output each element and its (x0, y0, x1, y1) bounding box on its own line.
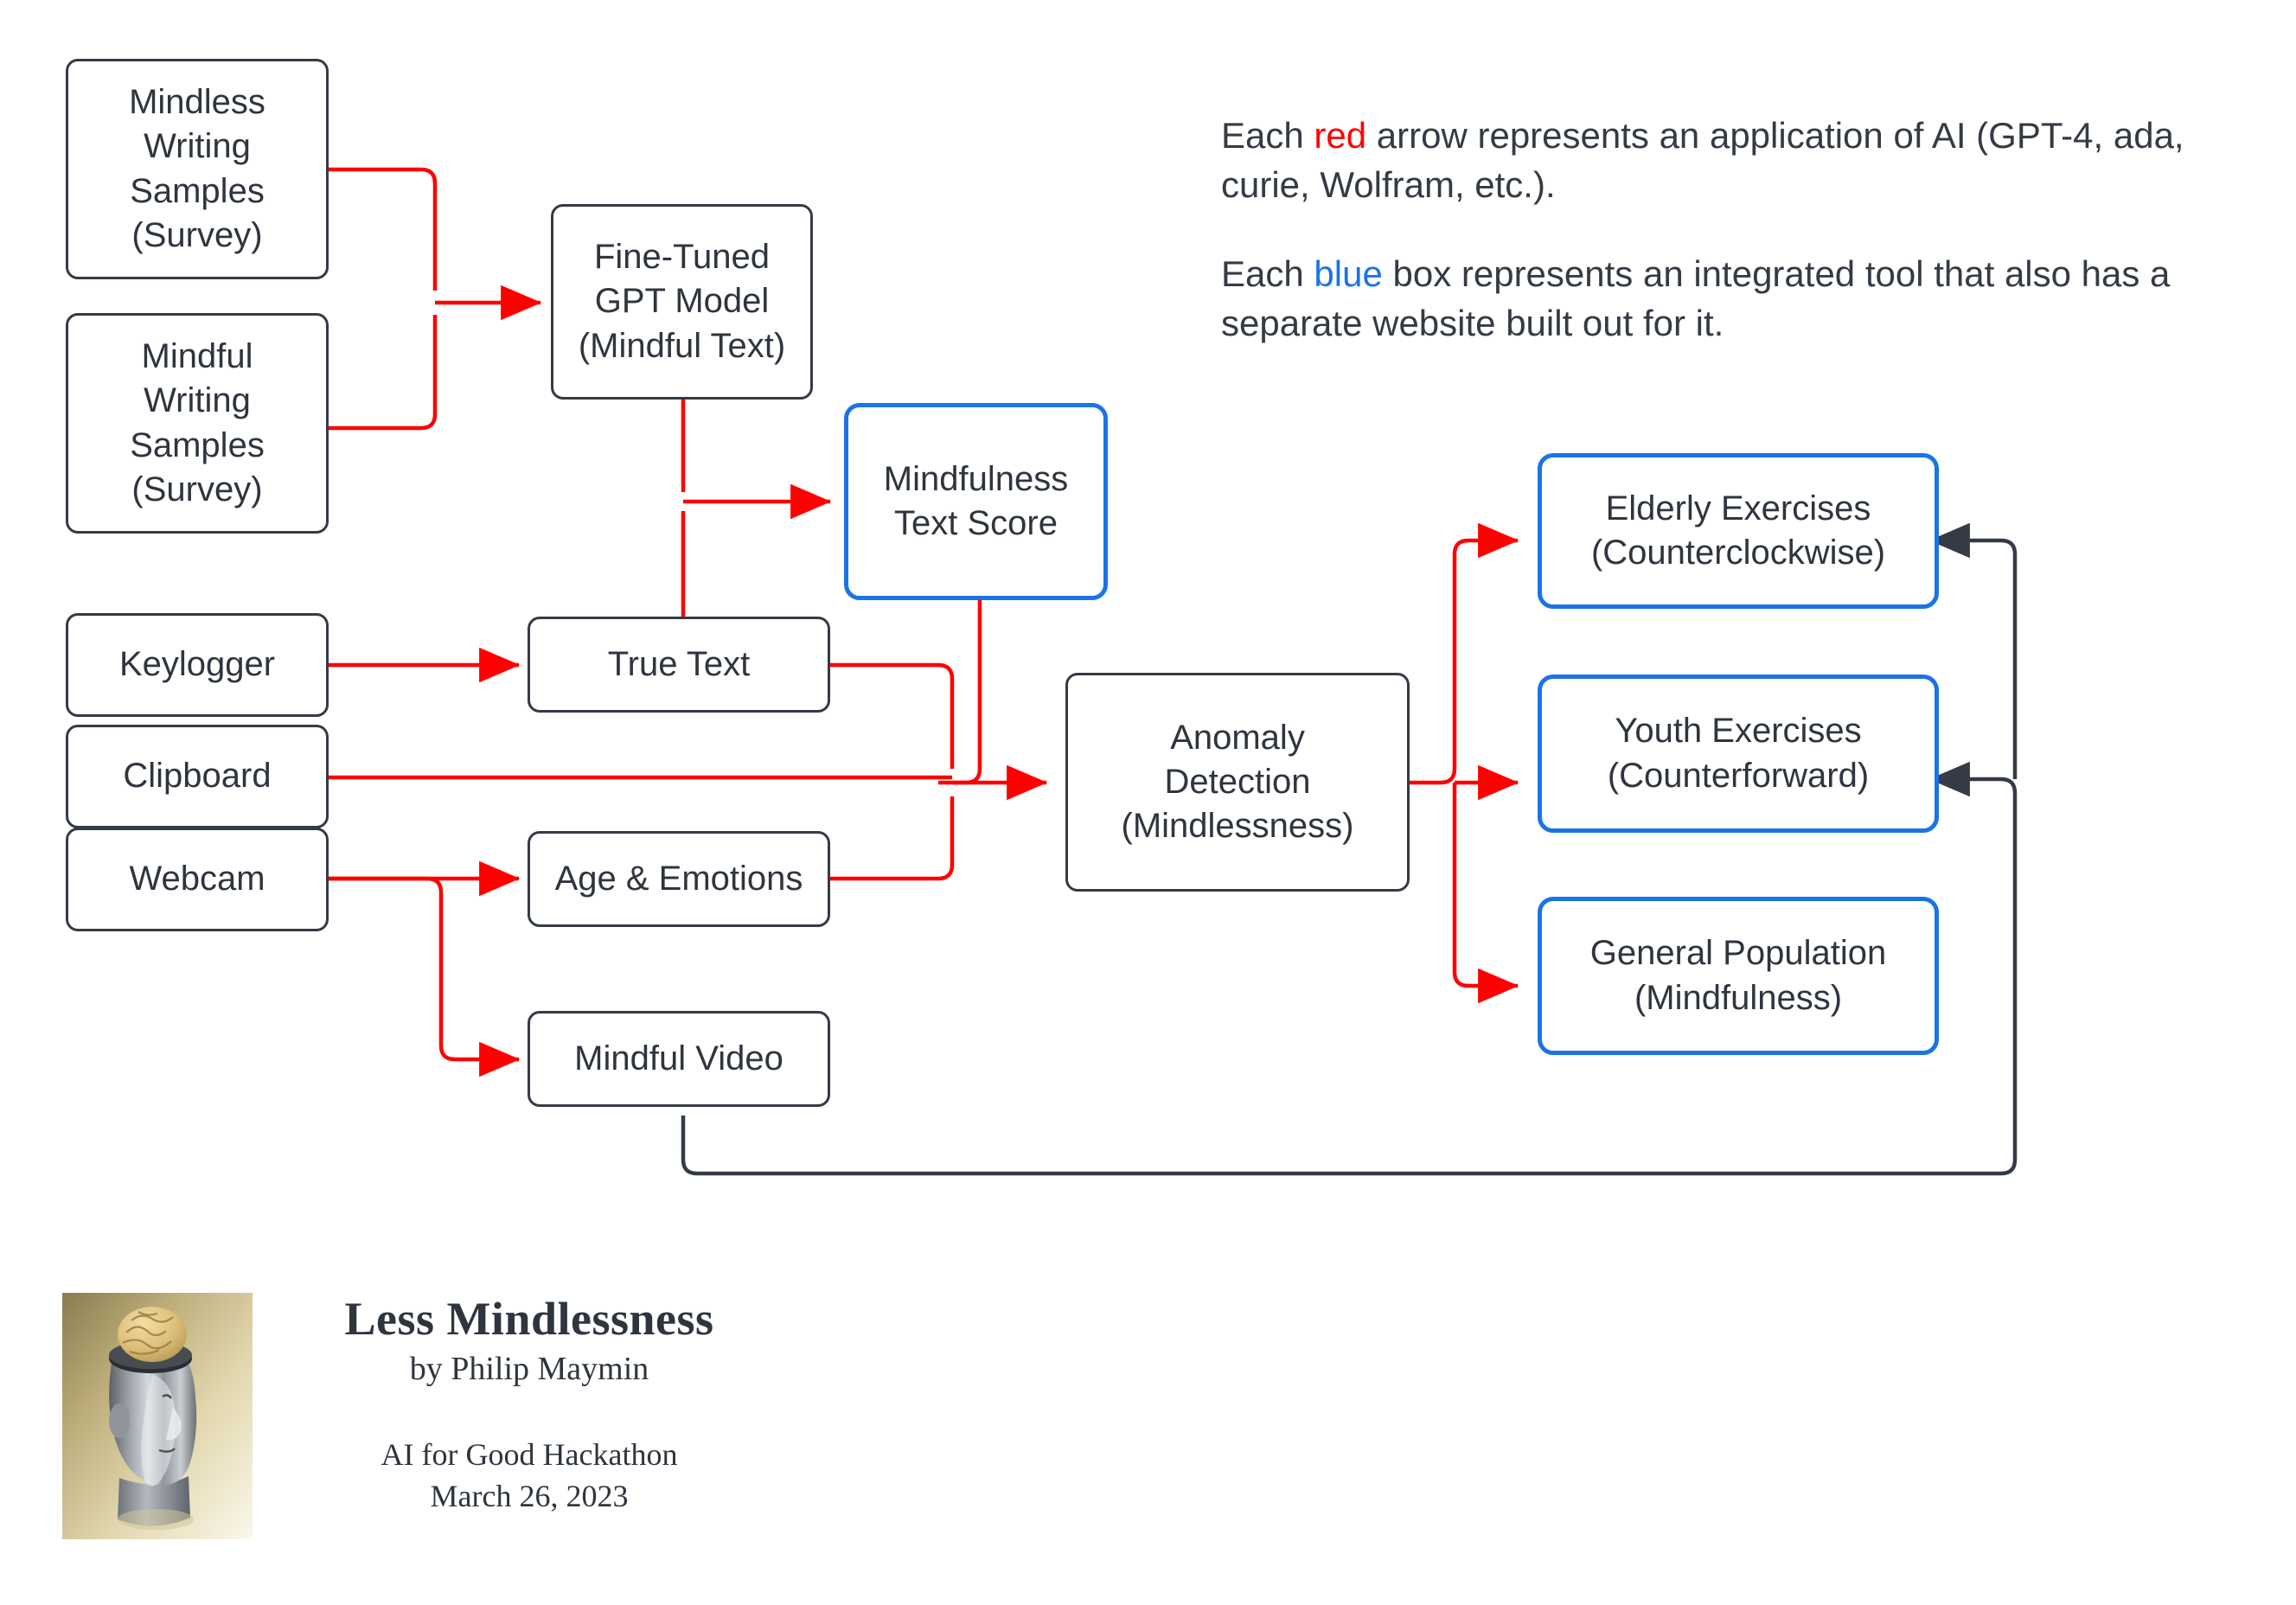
legend-red-line: Each red arrow represents an application… (1221, 111, 2198, 209)
page-title: Less Mindlessness (344, 1293, 714, 1345)
node-mindless-writing-samples[interactable]: Mindless Writing Samples (Survey) (66, 59, 329, 279)
node-label: Age & Emotions (554, 859, 803, 898)
node-true-text[interactable]: True Text (528, 617, 830, 713)
node-age-and-emotions[interactable]: Age & Emotions (528, 831, 830, 927)
node-label: Mindful Video (574, 1039, 783, 1077)
legend-line2-b: box represents an integrated tool that a… (1221, 253, 2171, 344)
legend-line2-a: Each (1221, 253, 1314, 295)
node-label: Elderly Exercises (Counterclockwise) (1590, 489, 1886, 572)
node-mindful-writing-samples[interactable]: Mindful Writing Samples (Survey) (66, 313, 329, 534)
wire-anomaly-to-elderly (1410, 522, 1519, 785)
event-line: AI for Good Hackathon (381, 1437, 678, 1473)
node-general-population[interactable]: General Population (Mindfulness) (1538, 897, 1939, 1055)
legend-line1-a: Each (1221, 115, 1314, 156)
wire-text-score-join (938, 768, 982, 785)
wire-anomaly-to-general (1452, 783, 1519, 1004)
wire-feedback-to-elderly (1928, 522, 2018, 779)
legend-block: Each red arrow represents an application… (1221, 111, 2198, 348)
legend-blue-line: Each blue box represents an integrated t… (1221, 249, 2198, 348)
author-line: by Philip Maymin (409, 1351, 649, 1388)
footer-block: Less Mindlessness by Philip Maymin AI fo… (62, 1293, 1359, 1552)
node-label: General Population (Mindfulness) (1589, 934, 1887, 1017)
node-label: Webcam (129, 860, 265, 898)
node-label: Mindfulness Text Score (883, 459, 1069, 542)
node-label: Youth Exercises (Counterforward) (1607, 712, 1870, 795)
legend-red-word: red (1314, 115, 1367, 156)
node-mindful-video[interactable]: Mindful Video (528, 1011, 830, 1107)
date-line: March 26, 2023 (430, 1478, 629, 1513)
node-label: Mindless Writing Samples (Survey) (129, 83, 265, 254)
node-mindfulness-text-score[interactable]: Mindfulness Text Score (844, 403, 1108, 600)
node-webcam[interactable]: Webcam (66, 828, 329, 931)
wire-webcam-to-video (329, 876, 521, 1077)
node-label: Fine-Tuned GPT Model (Mindful Text) (578, 238, 786, 365)
legend-line1-b: arrow represents an application of AI (G… (1221, 115, 2184, 206)
node-anomaly-detection[interactable]: Anomaly Detection (Mindlessness) (1065, 673, 1410, 892)
wire-mindless-to-gpt (329, 167, 438, 291)
node-elderly-exercises[interactable]: Elderly Exercises (Counterclockwise) (1538, 453, 1939, 609)
node-label: True Text (607, 644, 751, 683)
brain-head-logo-icon (62, 1293, 253, 1539)
node-keylogger[interactable]: Keylogger (66, 613, 329, 717)
node-label: Anomaly Detection (Mindlessness) (1121, 718, 1354, 846)
node-fine-tuned-gpt-model[interactable]: Fine-Tuned GPT Model (Mindful Text) (551, 204, 813, 400)
node-clipboard[interactable]: Clipboard (66, 725, 329, 828)
node-label: Mindful Writing Samples (Survey) (130, 337, 265, 508)
node-youth-exercises[interactable]: Youth Exercises (Counterforward) (1538, 675, 1939, 833)
node-label: Keylogger (118, 645, 276, 684)
legend-blue-word: blue (1314, 253, 1383, 295)
wire-age-out (830, 796, 955, 881)
node-label: Clipboard (123, 757, 272, 796)
wire-true-text-out (830, 662, 955, 769)
wire-mindful-to-gpt (329, 315, 438, 431)
title-block: Less Mindlessness by Philip Maymin AI fo… (322, 1293, 737, 1517)
